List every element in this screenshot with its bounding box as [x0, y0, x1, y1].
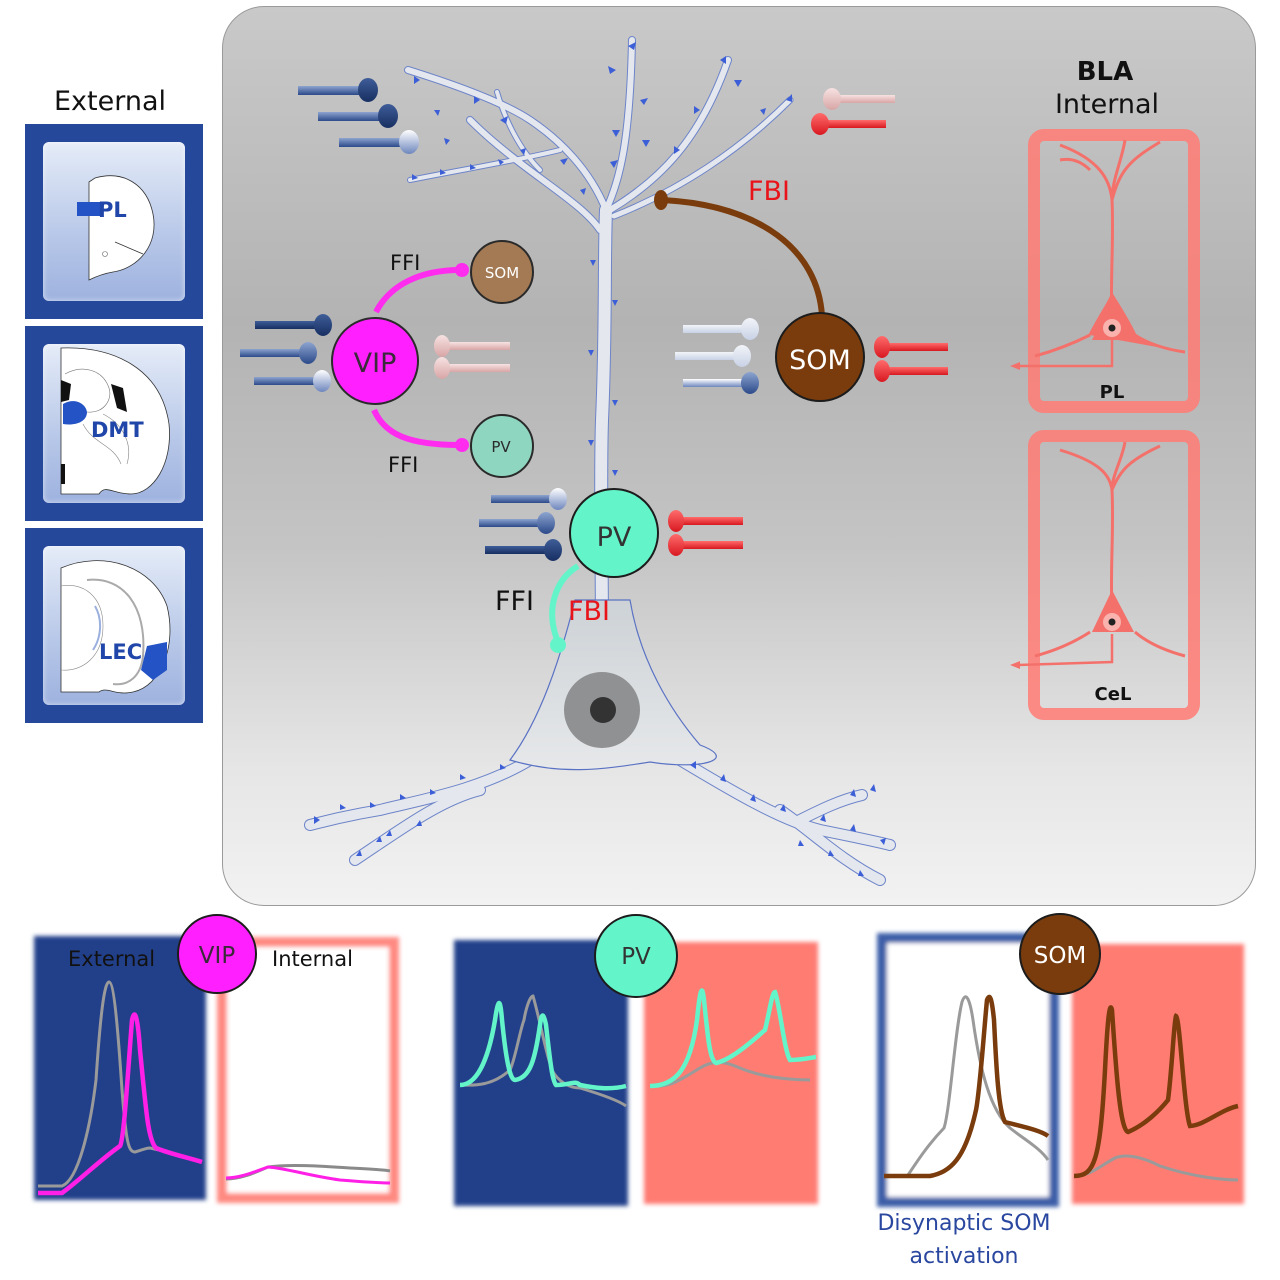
- region-label-dmt: DMT: [91, 418, 144, 442]
- vip-cell: [331, 317, 419, 405]
- projection-label-pl: PL: [1100, 382, 1125, 403]
- brain-slice-dmt-icon: [60, 347, 170, 495]
- external-input-terminals-top: [298, 78, 419, 154]
- external-title: External: [53, 86, 167, 117]
- region-label-lec: LEC: [99, 640, 143, 664]
- region-card-lec: LEC: [25, 528, 203, 723]
- brain-section-lec: LEC: [43, 546, 185, 705]
- vip-external-inputs: [240, 314, 332, 392]
- som-fbi-connection: [661, 197, 825, 317]
- bla-title: BLA: [1077, 57, 1134, 87]
- ffi-label-bottom: FFI: [388, 453, 418, 477]
- pv-internal-inputs: [668, 510, 743, 556]
- region-card-pl: PL: [25, 124, 203, 319]
- som-internal-box: [1072, 944, 1244, 1204]
- som-internal-trace: [1073, 1005, 1239, 1179]
- brain-slice-lec-icon: [60, 560, 171, 694]
- pv-external-box: [454, 940, 628, 1206]
- pv-trace-group: PV: [454, 914, 818, 1206]
- pv-external-trace: [459, 1000, 627, 1091]
- som-trace-group: SOM Disynaptic SOM activation: [877, 913, 1244, 1269]
- pv-small-cell-label: PV: [491, 438, 511, 456]
- som-internal-inputs: [874, 336, 948, 382]
- vip-trace-group: External Internal VIP: [34, 914, 399, 1203]
- som-trace-cell-label: SOM: [1034, 943, 1087, 969]
- pv-small-cell: [470, 414, 534, 478]
- fbi-label-pv: FBI: [568, 596, 610, 627]
- vip-to-pv-ffi-connection: [371, 408, 461, 448]
- som-external-trace: [884, 994, 1050, 1179]
- vip-external-label: External: [68, 947, 155, 971]
- som-external-control-trace: [906, 995, 1050, 1176]
- pv-ffi-connection: [549, 563, 580, 644]
- pv-internal-trace: [649, 988, 817, 1089]
- internal-input-terminals-top: [811, 88, 895, 135]
- pv-external-inputs: [479, 488, 567, 561]
- som-trace-cell-badge: [1019, 913, 1101, 995]
- brain-section-pl: PL: [43, 142, 185, 301]
- vip-internal-inputs: [434, 335, 510, 379]
- som-external-inputs: [675, 318, 759, 394]
- brain-section-dmt: DMT: [43, 344, 185, 503]
- som-internal-control-trace: [1073, 1154, 1239, 1182]
- projection-label-cel: CeL: [1095, 684, 1132, 705]
- som-caption-line2: activation: [910, 1244, 1019, 1269]
- som-caption-line1: Disynaptic SOM: [877, 1211, 1050, 1236]
- som-small-cell: [470, 240, 534, 304]
- ffi-label-pv: FFI: [495, 586, 534, 617]
- internal-title: Internal: [1055, 89, 1159, 120]
- pv-trace-cell-badge: [594, 914, 678, 998]
- vip-trace-cell-badge: [177, 914, 257, 994]
- pv-internal-box: [644, 942, 818, 1204]
- vip-cell-label: VIP: [354, 348, 397, 379]
- trace-panels: External Internal VIP PV SOM Disynaptic …: [34, 913, 1244, 1269]
- circuit-diagram: VIP SOM PV PV SOM FFI FFI FFI FBI FBI BL…: [240, 36, 1200, 886]
- projection-cell-pl: [1010, 129, 1200, 413]
- region-label-pl: PL: [98, 198, 127, 222]
- vip-to-som-ffi-connection: [373, 267, 461, 314]
- soma-nucleolus: [590, 697, 616, 723]
- som-small-cell-label: SOM: [485, 264, 519, 282]
- vip-external-trace: [38, 1012, 203, 1196]
- projection-cell-cel: [1010, 430, 1200, 720]
- vip-internal-trace: [225, 1165, 391, 1185]
- vip-trace-cell-label: VIP: [199, 943, 236, 969]
- pv-main-cell: [569, 488, 659, 578]
- region-card-dmt: DMT: [25, 326, 203, 521]
- som-main-cell: [775, 312, 865, 402]
- brain-slice-pl-icon: [77, 175, 155, 281]
- vip-external-control-trace: [38, 980, 201, 1188]
- ffi-label-top: FFI: [390, 251, 420, 275]
- pv-main-cell-label: PV: [597, 522, 632, 553]
- fbi-label-som: FBI: [748, 176, 790, 207]
- som-external-box: [877, 933, 1059, 1207]
- som-main-cell-label: SOM: [789, 345, 851, 376]
- vip-internal-label: Internal: [272, 947, 353, 971]
- vip-internal-box: [217, 937, 399, 1203]
- pv-trace-cell-label: PV: [621, 944, 651, 970]
